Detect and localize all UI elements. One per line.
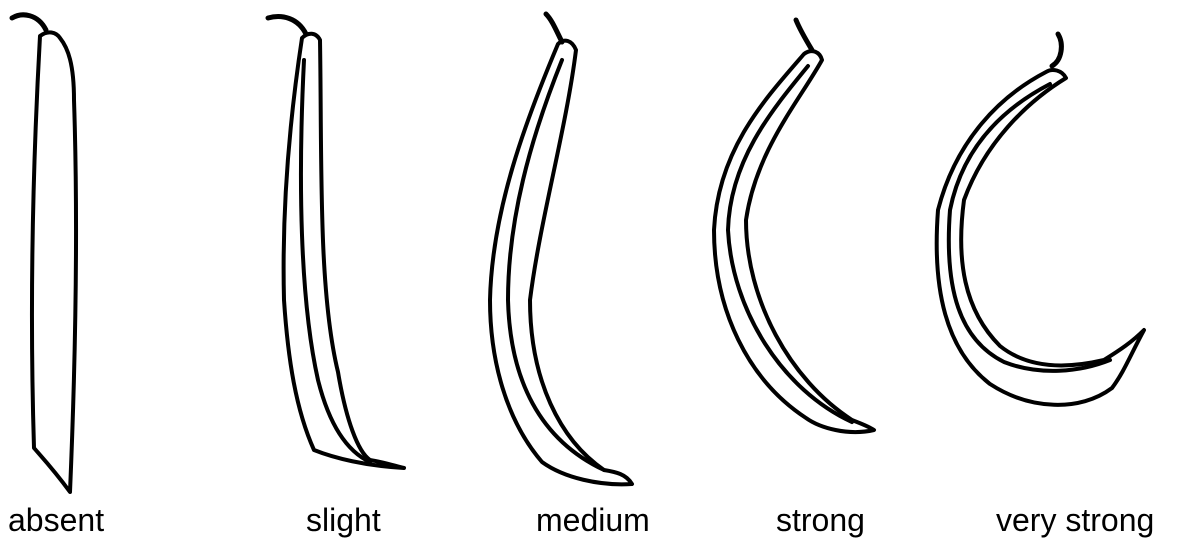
label-very-strong: very strong bbox=[996, 500, 1154, 540]
label-absent: absent bbox=[8, 500, 104, 540]
pod-medium-seam bbox=[508, 60, 604, 470]
pod-absent-outline bbox=[32, 32, 76, 492]
pod-very-strong-stalk bbox=[1052, 34, 1061, 66]
pod-slight-seam bbox=[301, 60, 370, 462]
pod-very-strong-seam bbox=[949, 84, 1110, 371]
pod-very-strong bbox=[937, 34, 1144, 405]
pod-strong-outline bbox=[714, 51, 874, 432]
label-slight: slight bbox=[306, 500, 381, 540]
pod-absent-stalk bbox=[12, 15, 46, 30]
pod-strong-stalk bbox=[796, 20, 812, 50]
pod-medium-stalk bbox=[546, 14, 562, 42]
pod-slight bbox=[268, 17, 404, 468]
pod-very-strong-outline bbox=[937, 70, 1144, 405]
label-strong: strong bbox=[776, 500, 865, 540]
pod-medium bbox=[490, 14, 632, 484]
label-medium: medium bbox=[536, 500, 650, 540]
pod-strong bbox=[714, 20, 874, 432]
pod-slight-stalk bbox=[268, 17, 306, 34]
pod-absent bbox=[12, 15, 76, 492]
